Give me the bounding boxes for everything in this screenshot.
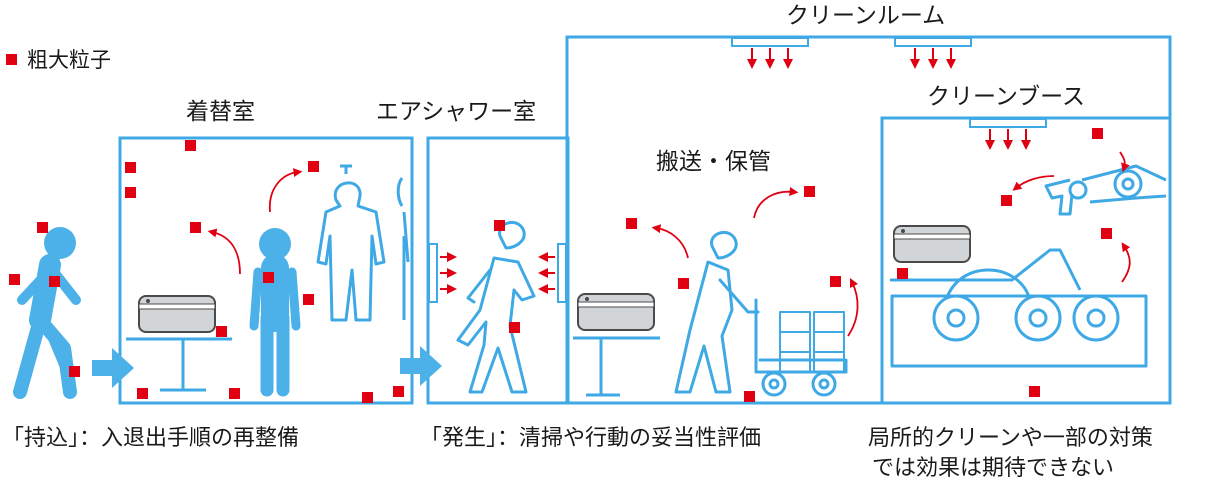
robot-arm-icon (1044, 164, 1167, 216)
particle (9, 274, 20, 285)
particle (362, 392, 373, 403)
particle (509, 322, 520, 333)
particle (216, 326, 227, 337)
person-pushing-cart-icon (674, 231, 848, 397)
particle (49, 276, 60, 287)
changing-room-machine-icon (126, 295, 232, 392)
particles (9, 128, 1112, 403)
particle (308, 161, 319, 172)
air-jets (440, 252, 555, 294)
particle (263, 272, 274, 283)
particle (393, 386, 404, 397)
caption-bring-in: 「持込」：入退出手順の再整備 (2, 426, 300, 451)
downflow-arrows (747, 48, 1031, 150)
changing-room-box (118, 136, 414, 405)
clean-booth-label: クリーンブース (927, 84, 1086, 110)
caption-local-line1: 局所的クリーンや一部の対策 (868, 426, 1153, 451)
particle (125, 162, 136, 173)
particle (185, 140, 196, 151)
particle (1001, 195, 1012, 206)
particle (804, 186, 815, 197)
particle (303, 294, 314, 305)
particle (678, 278, 689, 289)
particle (744, 391, 755, 402)
air-shower-label: エアシャワー室 (376, 99, 537, 125)
particle (1101, 228, 1112, 239)
particle (229, 388, 240, 399)
particle (626, 218, 637, 229)
particle (897, 268, 908, 279)
particle (830, 276, 841, 287)
air-shower-box (426, 136, 570, 405)
clean-room-label: クリーンルーム (786, 3, 946, 29)
clean-booth-machine-icon (893, 225, 971, 263)
particle (69, 366, 80, 377)
legend-label: 粗大粒子 (27, 48, 111, 72)
legend: 粗大粒子 (6, 44, 111, 74)
changing-room-label: 着替室 (186, 99, 255, 125)
hanging-clean-suits-icon (316, 164, 410, 322)
particle-motion-arrows (207, 151, 1131, 337)
particle (1092, 128, 1103, 139)
particle (190, 222, 201, 233)
particle (37, 222, 48, 233)
walking-person-icon (13, 227, 81, 399)
standing-person-icon (249, 228, 301, 397)
particle (137, 388, 148, 399)
particle (125, 187, 136, 198)
transport-label: 搬送・保管 (656, 149, 771, 175)
clean-room-machine-icon (573, 293, 660, 397)
legend-swatch (6, 53, 17, 65)
caption-local-line2: では効果は期待できない (872, 456, 1115, 481)
roller-assembly-icon (890, 248, 1148, 368)
air-shower-person-icon (456, 221, 536, 394)
entry-arrows (92, 346, 442, 388)
caption-generation: 「発生」：清掃や行動の妥当性評価 (420, 426, 762, 451)
particle (1029, 386, 1040, 397)
air-shower-nozzles (428, 243, 567, 303)
ceiling-filter-units (731, 37, 1047, 128)
particle (494, 220, 505, 231)
